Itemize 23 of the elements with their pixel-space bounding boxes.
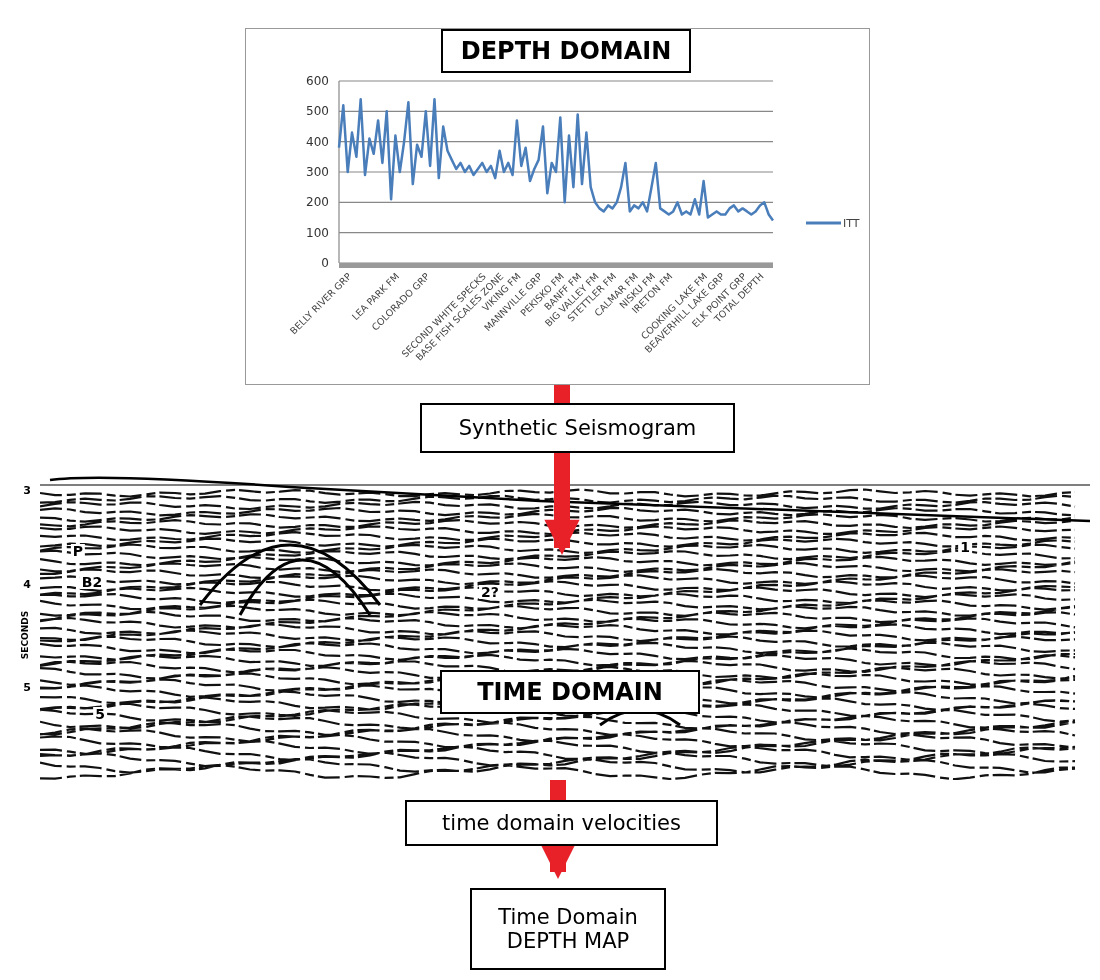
axis-label: SECONDS	[20, 608, 30, 662]
horizon-label: 5	[93, 707, 107, 721]
horizon-label: 2?	[479, 585, 501, 599]
axis-tick-label: 3	[21, 484, 33, 496]
axis-tick-label: 5	[21, 681, 33, 693]
axis-tick-label: 500	[306, 104, 329, 119]
edge-label: Synthetic Seismogram	[420, 403, 735, 453]
horizon-label: B2	[79, 575, 105, 589]
axis-tick-label: 100	[306, 225, 329, 240]
axis-tick-label: 4	[21, 578, 33, 590]
axis-tick-label: 200	[306, 195, 329, 210]
horizon-label: 1	[958, 540, 972, 554]
box-text: TIME DOMAIN	[477, 678, 663, 706]
axis-tick-label: 0	[321, 256, 329, 270]
box-text: DEPTH DOMAIN	[460, 37, 672, 65]
axis-tick-label: 400	[306, 134, 329, 149]
legend-text: ITT	[843, 217, 860, 230]
axis-tick-label: 600	[306, 74, 329, 88]
box-text: Time Domain DEPTH MAP	[497, 905, 639, 953]
chart-panel	[245, 28, 870, 385]
edge-label: time domain velocities	[405, 800, 718, 846]
horizon-label: P	[70, 544, 86, 558]
axis-tick-label: 300	[306, 165, 329, 179]
